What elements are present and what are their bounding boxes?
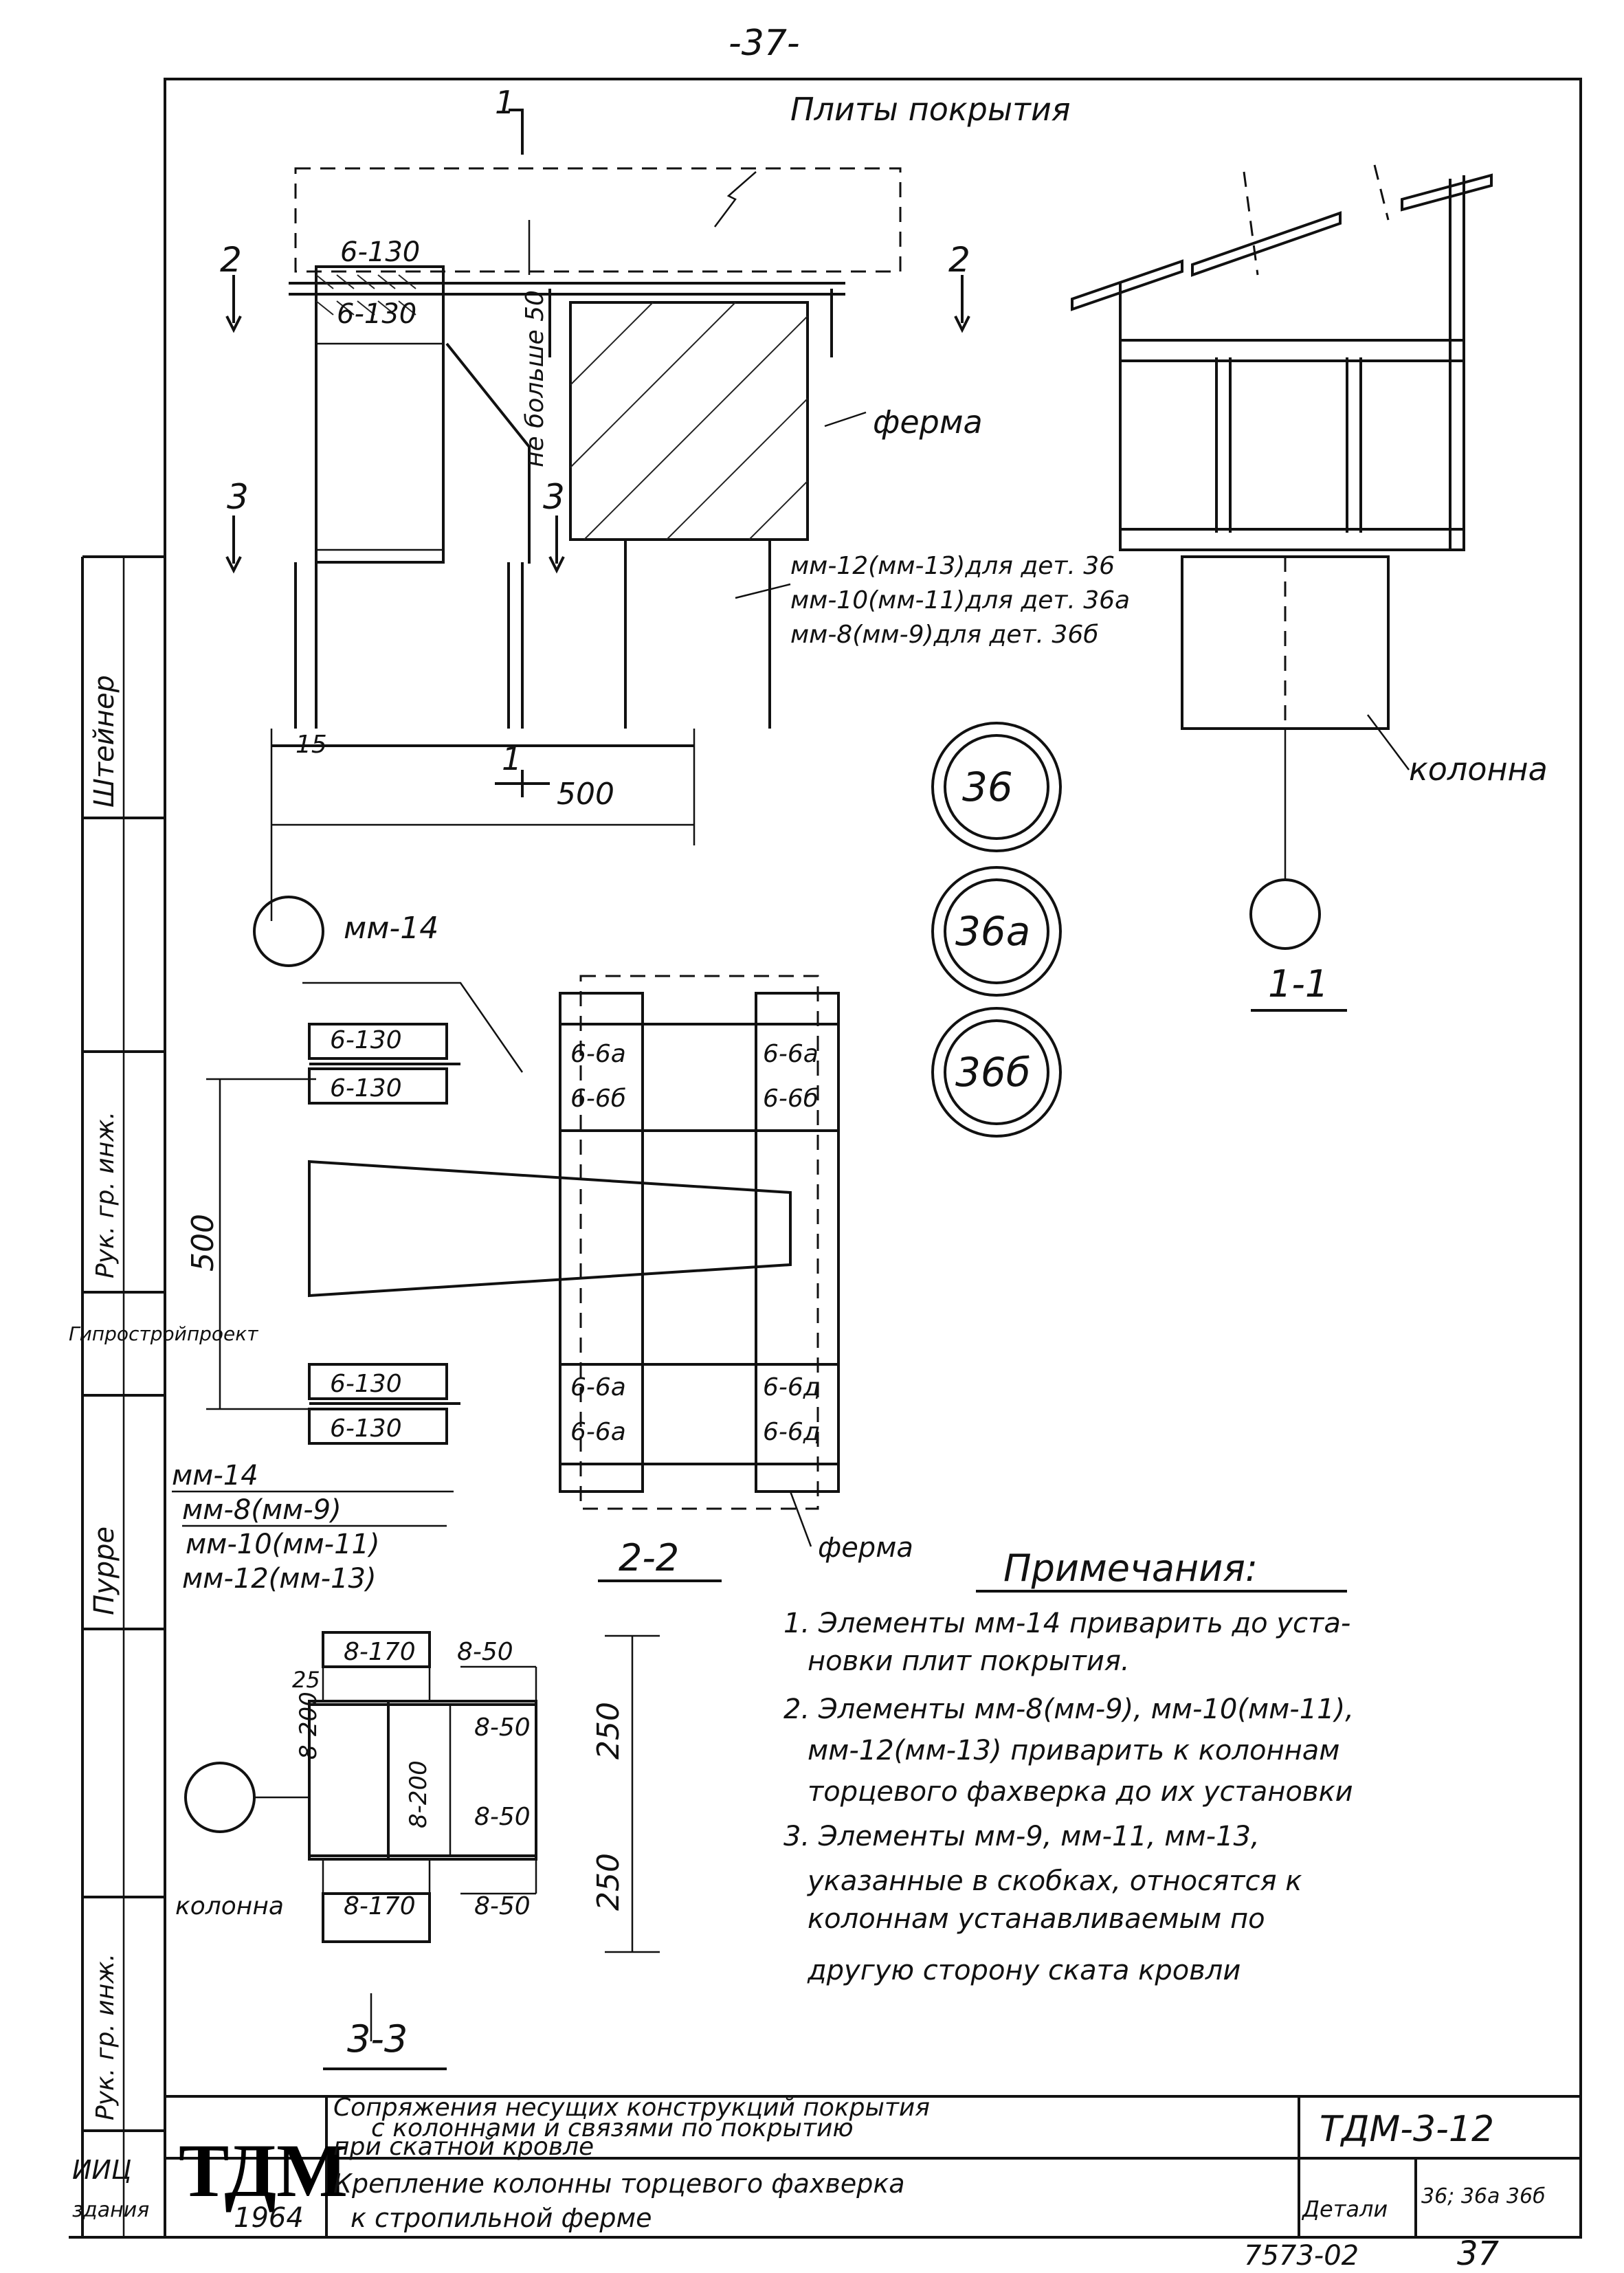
ref-left: ИИЦ xyxy=(72,2155,131,2185)
section-mark-3-left: 3 xyxy=(227,477,249,517)
column-head xyxy=(315,265,445,564)
mm14-label-plan: мм-14 xyxy=(344,911,438,946)
stamp-role-2: Рук. гр. инж. xyxy=(91,1953,120,2120)
title-block xyxy=(69,2095,1581,2239)
plan-weld-6-6a-3: 6-6а xyxy=(570,1373,626,1401)
notes-block: Примечания: 1. Элементы мм-14 приварить … xyxy=(783,1546,1354,1986)
roofing-plates-label: Плиты покрытия xyxy=(790,91,1071,128)
s33-dim-250-2: 250 xyxy=(591,1853,626,1911)
detail-bubbles xyxy=(931,722,1062,1138)
plan-weld-6-6a-1: 6-6а xyxy=(570,1040,626,1068)
note-line-8: колоннам устанавливаемым по xyxy=(808,1903,1265,1935)
title-line-1: Сопряжения несущих конструкций покрытия xyxy=(333,2094,930,2122)
footer-page: 37 xyxy=(1457,2235,1500,2273)
plan-weld-left-1: 6-130 xyxy=(330,1026,402,1054)
detail-label: Детали xyxy=(1301,2196,1388,2222)
footer-code: 7573-02 xyxy=(1244,2240,1359,2272)
notes-title: Примечания: xyxy=(1003,1546,1258,1590)
max-50-label: не больше 50 xyxy=(521,290,549,467)
elevation-view xyxy=(225,109,970,967)
s33-w8-50-4: 8-50 xyxy=(474,1892,531,1920)
s33-w8-50-3: 8-50 xyxy=(474,1803,531,1831)
element-ref-2: мм-10(мм-11)для дет. 36а xyxy=(790,586,1130,614)
stamp-role-1: Рук. гр. инж. xyxy=(91,1111,120,1278)
detail-bubble-36a[interactable]: 36а xyxy=(955,908,1030,955)
stamp-name-1: Штейнер xyxy=(89,675,120,808)
section-title-3-3: 3-3 xyxy=(347,2017,408,2061)
s33-dim-25: 25 xyxy=(292,1667,320,1693)
section-mark-3-right: 3 xyxy=(543,477,565,517)
note-line-5: торцевого фахверка до их установки xyxy=(808,1776,1353,1808)
detail-numbers: 36; 36а 36б xyxy=(1421,2184,1546,2208)
plan-legend-4: мм-12(мм-13) xyxy=(182,1563,377,1595)
subtitle-line-2: к стропильной ферме xyxy=(351,2203,652,2233)
s33-column-label: колонна xyxy=(175,1892,284,1920)
plan-weld-6-6b-1: 6-6б xyxy=(570,1085,626,1113)
section-title-2-2: 2-2 xyxy=(619,1536,679,1579)
section-3-3-view xyxy=(184,1631,660,2070)
ref-left-2: здания xyxy=(72,2198,149,2222)
page-number: -37- xyxy=(728,23,800,64)
title-year: 1964 xyxy=(234,2202,304,2234)
s33-w8-200-left: 8-200 xyxy=(295,1692,322,1760)
plan-weld-6-6a-4: 6-6а xyxy=(570,1418,626,1446)
note-line-2: новки плит покрытия. xyxy=(808,1645,1130,1677)
roof-plate-outline xyxy=(294,167,902,273)
section-mark-2-right: 2 xyxy=(948,240,970,280)
stamp-org: Гипростройпроект xyxy=(69,1322,258,1345)
weld-label-top-2: 6-130 xyxy=(337,298,416,330)
plan-weld-6-6d-1: 6-6д xyxy=(763,1373,821,1401)
s33-w8-170-top: 8-170 xyxy=(344,1638,416,1666)
note-line-7: указанные в скобках, относятся к xyxy=(807,1865,1302,1897)
plan-weld-left-3: 6-130 xyxy=(330,1370,402,1398)
plan-weld-6-6a-2: 6-6а xyxy=(763,1040,819,1068)
side-stamp xyxy=(81,555,165,2237)
section-mark-2-left: 2 xyxy=(220,240,242,280)
section-mark-1-bottom: 1 xyxy=(502,740,522,777)
plan-legend-1: мм-14 xyxy=(172,1460,258,1492)
series-code: ТДМ-3-12 xyxy=(1320,2109,1494,2150)
note-line-1: 1. Элементы мм-14 приварить до уста- xyxy=(783,1608,1350,1639)
dim-15: 15 xyxy=(296,731,327,759)
s33-dim-250-1: 250 xyxy=(591,1702,626,1760)
section-1-1-view xyxy=(1071,164,1493,1012)
s33-w8-200-mid: 8-200 xyxy=(405,1760,432,1828)
element-ref-1: мм-12(мм-13)для дет. 36 xyxy=(790,552,1115,580)
note-line-4: мм-12(мм-13) приварить к колоннам xyxy=(808,1735,1339,1766)
s33-w8-50-2: 8-50 xyxy=(474,1714,531,1742)
s33-w8-50-1: 8-50 xyxy=(457,1638,513,1666)
s33-w8-170-bottom: 8-170 xyxy=(344,1892,416,1920)
note-line-3: 2. Элементы мм-8(мм-9), мм-10(мм-11), xyxy=(783,1694,1354,1725)
dim-500-plan: 500 xyxy=(186,1214,221,1272)
section-mark-1-top: 1 xyxy=(495,84,515,121)
detail-bubble-36[interactable]: 36 xyxy=(962,764,1013,810)
plan-view-2-2 xyxy=(206,975,840,1582)
subtitle-line-1: Крепление колонны торцевого фахверка xyxy=(333,2169,905,2199)
truss-label-top: ферма xyxy=(873,403,983,441)
plan-weld-left-2: 6-130 xyxy=(330,1074,402,1102)
element-ref-3: мм-8(мм-9)для дет. 36б xyxy=(790,621,1098,649)
column-label-right: колонна xyxy=(1409,751,1548,788)
plan-legend-2: мм-8(мм-9) xyxy=(182,1494,342,1526)
dim-500-top: 500 xyxy=(557,777,614,812)
plan-weld-6-6b-2: 6-6б xyxy=(763,1085,819,1113)
truss-section xyxy=(569,301,809,541)
plan-legend-3: мм-10(мм-11) xyxy=(186,1529,380,1560)
detail-bubble-36b[interactable]: 36б xyxy=(955,1049,1031,1096)
note-line-6: 3. Элементы мм-9, мм-11, мм-13, xyxy=(783,1821,1260,1852)
stamp-name-2: Пурре xyxy=(89,1527,120,1615)
axis-bubble-left xyxy=(253,896,324,967)
section-title-1-1: 1-1 xyxy=(1268,962,1328,1006)
plan-weld-6-6d-2: 6-6д xyxy=(763,1418,821,1446)
weld-label-top-1: 6-130 xyxy=(340,236,420,268)
truss-label-plan: ферма xyxy=(818,1532,913,1564)
note-line-9: другую сторону ската кровли xyxy=(807,1955,1241,1986)
plan-weld-left-4: 6-130 xyxy=(330,1415,402,1443)
title-logo: ТДМ xyxy=(179,2129,348,2213)
title-line-2: с колоннами и связями по покрытию xyxy=(371,2114,854,2142)
title-line-3: при скатной кровле xyxy=(333,2133,594,2161)
